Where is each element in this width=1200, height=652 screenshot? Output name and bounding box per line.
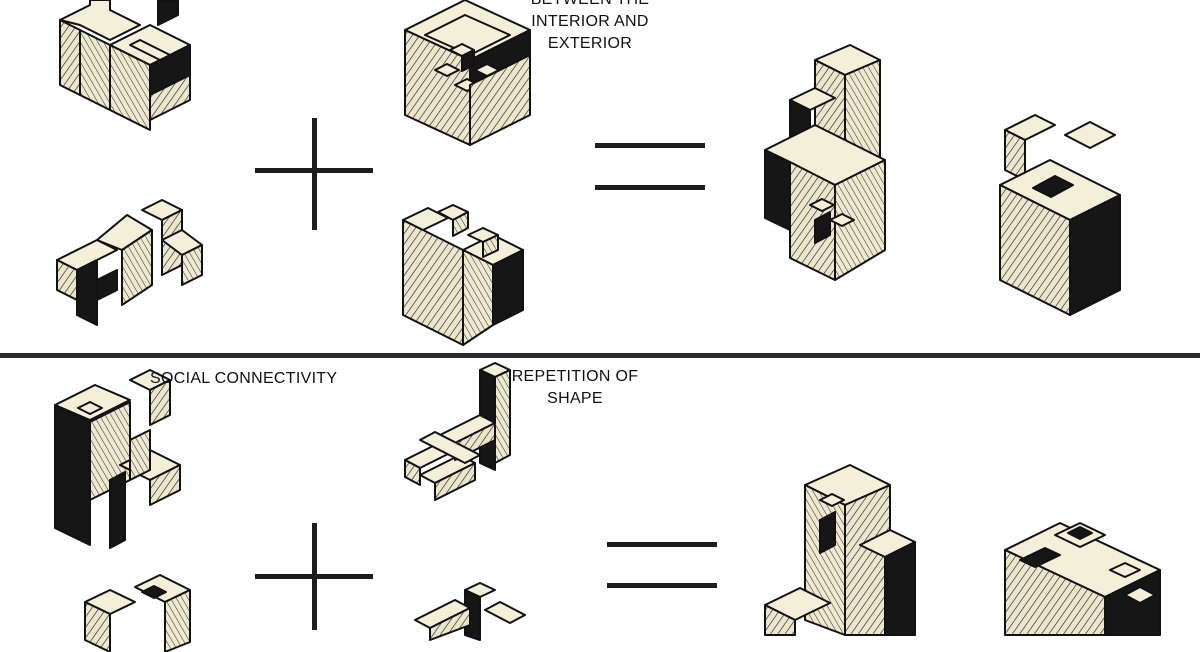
result-bottom-a (764, 464, 916, 636)
label-line-2: SHAPE (547, 390, 603, 407)
plus-sign-bottom (255, 523, 373, 635)
module-top-middle-a (404, 0, 531, 146)
module-bottom-left-b (84, 574, 191, 652)
label-social-connectivity: SOCIAL CONNECTIVITY (150, 370, 338, 387)
row-divider (0, 353, 1200, 358)
module-bottom-middle-a (404, 362, 511, 501)
equals-sign-bottom (607, 542, 717, 590)
plus-sign-top (255, 118, 373, 230)
label-line-3: EXTERIOR (547, 35, 633, 52)
label-line-2: INTERIOR AND (531, 13, 649, 30)
equals-sign-top (595, 143, 705, 191)
module-bottom-middle-b (414, 582, 526, 641)
result-top-a (764, 44, 886, 281)
result-bottom-b (1004, 522, 1161, 636)
module-top-left-a (59, 0, 191, 131)
label-line-1: REPETITION OF (511, 368, 639, 385)
label-repetition-of-shape: REPETITION OF SHAPE (505, 366, 645, 410)
module-bottom-left-a (54, 369, 181, 549)
module-top-middle-b (402, 204, 524, 346)
label-line-1: BETWEEN THE (520, 0, 660, 11)
label-interior-exterior: BETWEEN THE INTERIOR AND EXTERIOR (520, 0, 660, 55)
result-top-b (999, 114, 1121, 316)
module-top-left-b (56, 199, 203, 326)
